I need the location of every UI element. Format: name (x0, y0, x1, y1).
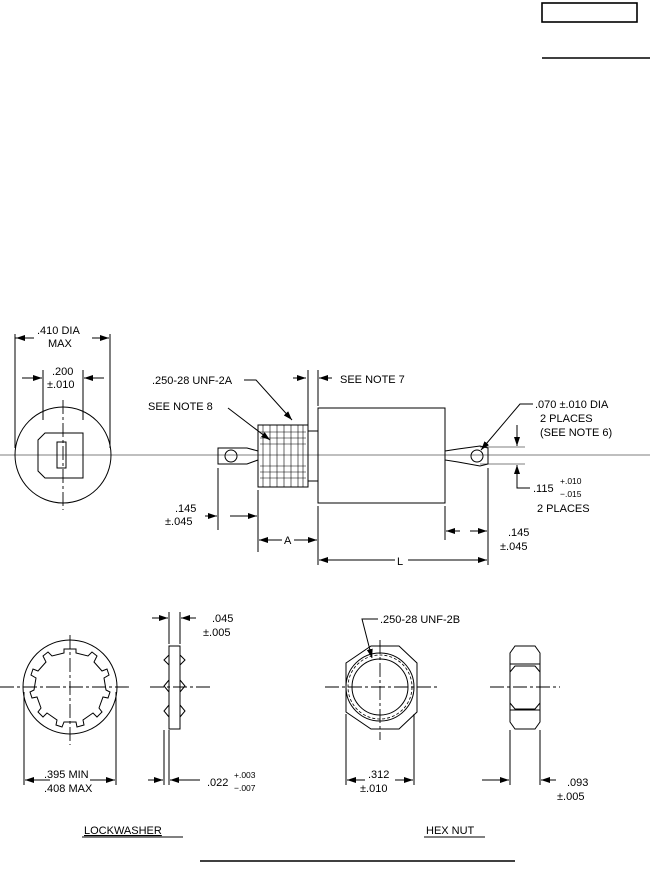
hn-flat: .312 (368, 769, 389, 781)
hole-note-label: (SEE NOTE 6) (540, 427, 612, 439)
lw-id-min: .395 MIN (44, 769, 89, 781)
lw-thk-tol: ±.005 (203, 627, 230, 639)
lw-tooth-plus: +.003 (234, 770, 256, 780)
slot-width-label: .200 (52, 366, 73, 378)
lw-tooth: .022 (207, 777, 228, 789)
lw-thk: .045 (212, 613, 233, 625)
end-view (0, 334, 200, 510)
end-max-label: MAX (48, 338, 73, 350)
lug-left-len: .145 (175, 503, 196, 515)
thread-2a-label: .250-28 UNF-2A (152, 375, 233, 387)
lug-right-tol: ±.045 (500, 541, 527, 553)
lockwasher-side (148, 612, 210, 785)
hn-flat-tol: ±.010 (360, 783, 387, 795)
lug-tol-minus: −.015 (560, 489, 582, 499)
lug-offset-label: .115 (533, 483, 554, 495)
lw-tooth-minus: −.007 (234, 783, 256, 793)
dim-a-label: A (284, 535, 292, 547)
lockwasher-front (0, 635, 130, 785)
dim-l-label: L (397, 556, 403, 568)
hn-thk: .093 (567, 777, 588, 789)
lw-id-max: .408 MAX (44, 783, 93, 795)
hn-thk-tol: ±.005 (557, 791, 584, 803)
lug-places-label: 2 PLACES (537, 503, 590, 515)
hole-places-label: 2 PLACES (540, 413, 593, 425)
slot-tol-label: ±.010 (47, 379, 74, 391)
hole-dia-label: .070 ±.010 DIA (535, 399, 609, 411)
hn-thread: .250-28 UNF-2B (380, 614, 460, 626)
side-view (200, 370, 650, 565)
note7-label: SEE NOTE 7 (340, 374, 405, 386)
hexnut-title: HEX NUT (426, 825, 475, 837)
lockwasher-title: LOCKWASHER (84, 825, 162, 837)
hexnut-side (482, 645, 560, 785)
header-box (541, 2, 638, 23)
lug-left-tol: ±.045 (165, 516, 192, 528)
lug-tol-plus: +.010 (560, 476, 582, 486)
end-dia-label: .410 DIA (37, 325, 80, 337)
note8-label: SEE NOTE 8 (148, 401, 213, 413)
lug-right-len: .145 (508, 527, 529, 539)
hexnut-front (325, 618, 440, 785)
